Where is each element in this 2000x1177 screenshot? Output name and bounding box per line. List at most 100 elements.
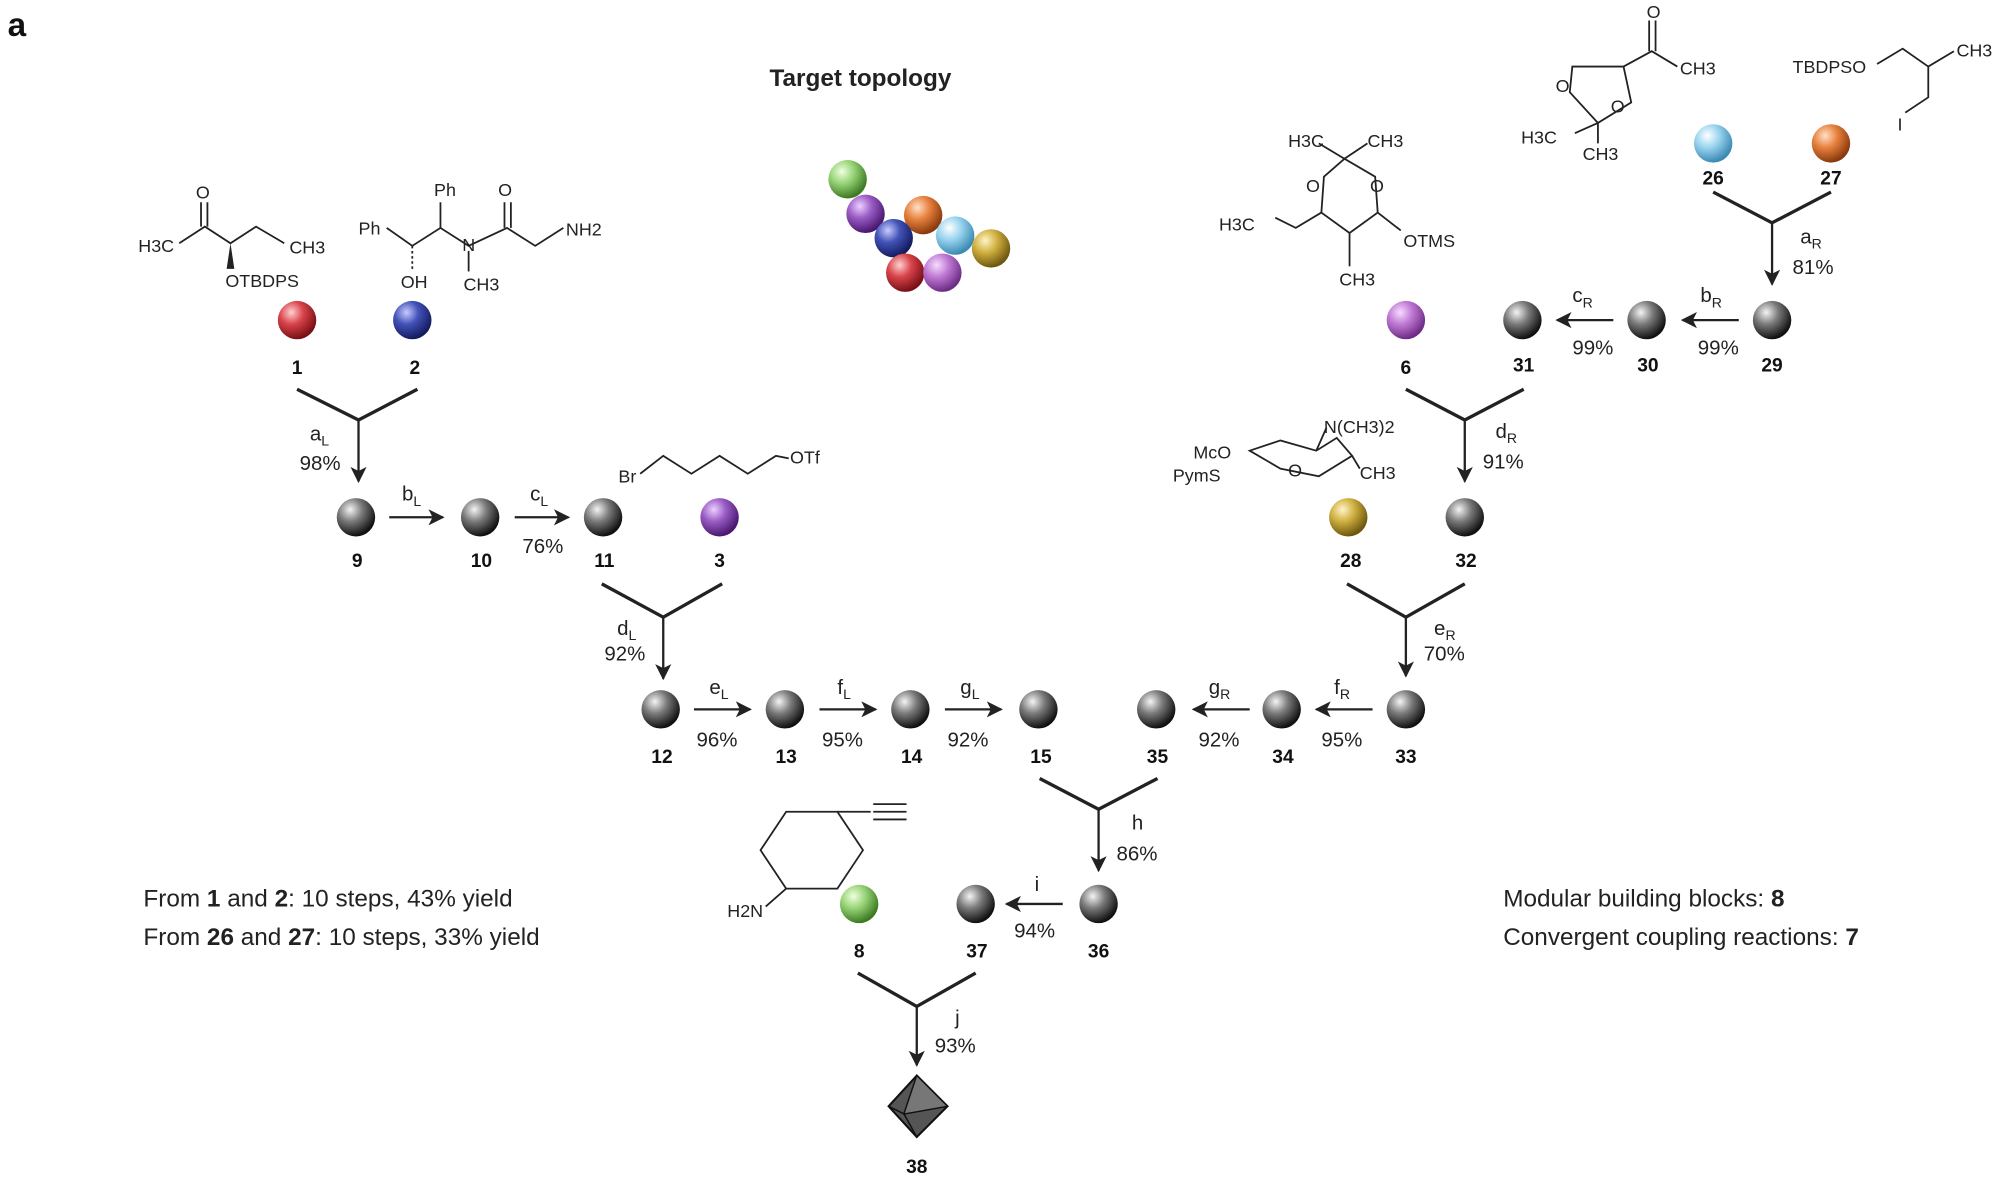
tree-fork-6-31: [1405, 387, 1525, 422]
rxn-dL-yield: 92%: [604, 643, 645, 666]
topology-sphere-red: [886, 253, 925, 292]
svg-text:CH3: CH3: [464, 275, 500, 295]
tree-fork-1-2: [296, 387, 419, 422]
tree-fork-8-37: [857, 971, 977, 1009]
svg-text:O: O: [1288, 460, 1302, 480]
label-3: 3: [714, 551, 725, 572]
rxn-h: h: [1132, 812, 1143, 835]
rxn-bL: bL: [402, 483, 421, 509]
rxn-fR-yield: 95%: [1321, 728, 1362, 751]
svg-text:OTf: OTf: [790, 448, 820, 468]
sphere-2: [393, 300, 432, 340]
svg-text:CH3: CH3: [1339, 270, 1375, 290]
rxn-cR: cR: [1572, 284, 1592, 310]
svg-text:H3C: H3C: [1521, 127, 1557, 147]
label-9: 9: [352, 551, 363, 572]
svg-text:CH3: CH3: [289, 238, 325, 258]
svg-text:McO: McO: [1193, 442, 1231, 462]
rxn-cR-yield: 99%: [1572, 337, 1613, 360]
topology-sphere-blue: [874, 218, 913, 258]
svg-text:H3C: H3C: [1288, 131, 1324, 151]
rxn-j-yield: 93%: [935, 1034, 976, 1057]
rxn-i-yield: 94%: [1014, 919, 1055, 942]
tree-fork-28-32: [1346, 582, 1466, 619]
sphere-28: [1329, 498, 1368, 537]
rxn-bR-yield: 99%: [1698, 337, 1739, 360]
label-27: 27: [1820, 168, 1841, 189]
rxn-cL: cL: [530, 483, 548, 509]
svg-text:O: O: [498, 180, 512, 200]
label-11: 11: [594, 551, 615, 572]
structure-26: O O O CH3 H3C CH3: [1521, 2, 1716, 164]
svg-text:O: O: [1556, 76, 1570, 96]
rxn-aR: aR: [1800, 225, 1822, 251]
label-6: 6: [1401, 358, 1412, 379]
sphere-10: [460, 498, 500, 537]
summary-left-line2: From 26 and 27: 10 steps, 33% yield: [143, 924, 540, 952]
reaction-labels: aL 98% bL cL 76% dL 92% eL 96% fL 95% gL…: [300, 225, 1834, 1057]
sphere-11: [583, 498, 623, 537]
label-35: 35: [1147, 747, 1169, 768]
svg-text:H3C: H3C: [138, 236, 174, 256]
svg-text:O: O: [1306, 176, 1320, 196]
svg-text:OTMS: OTMS: [1403, 231, 1455, 251]
summary-building-blocks: Modular building blocks: 8: [1503, 886, 1785, 913]
rxn-eL-yield: 96%: [697, 728, 738, 751]
structure-3: Br OTf: [618, 448, 819, 487]
rxn-eR-yield: 70%: [1424, 643, 1465, 666]
sphere-1: [277, 300, 317, 340]
svg-text:CH3: CH3: [1360, 463, 1396, 483]
sphere-33: [1386, 690, 1426, 729]
rxn-aL-yield: 98%: [300, 452, 341, 475]
octahedron-38: [887, 1074, 949, 1139]
label-8: 8: [854, 942, 865, 963]
panel-label: a: [8, 7, 27, 44]
rxn-j: j: [954, 1006, 960, 1029]
label-29: 29: [1761, 355, 1782, 376]
structure-8: H2N: [727, 803, 907, 921]
label-15: 15: [1030, 747, 1052, 768]
tree-fork-26-27: [1712, 190, 1832, 225]
svg-text:O: O: [1611, 97, 1625, 117]
svg-text:OTBDPS: OTBDPS: [225, 271, 299, 291]
label-32: 32: [1455, 551, 1476, 572]
label-12: 12: [651, 747, 672, 768]
label-10: 10: [471, 551, 492, 572]
svg-text:CH3: CH3: [1367, 131, 1403, 151]
svg-text:I: I: [1898, 115, 1903, 135]
topology-sphere-lightblue: [935, 216, 975, 255]
svg-text:PymS: PymS: [1173, 465, 1221, 485]
target-topology-cluster: [828, 160, 1011, 292]
summary-coupling-reactions: Convergent coupling reactions: 7: [1503, 924, 1859, 952]
sphere-32: [1445, 498, 1484, 537]
summary-left-line1: From 1 and 2: 10 steps, 43% yield: [143, 886, 513, 913]
label-14: 14: [901, 747, 923, 768]
label-26: 26: [1703, 168, 1724, 189]
label-34: 34: [1272, 747, 1294, 768]
svg-text:N(CH3)2: N(CH3)2: [1324, 417, 1395, 437]
structure-28: McO PymS N(CH3)2 O CH3: [1173, 417, 1396, 486]
label-31: 31: [1513, 355, 1535, 376]
svg-text:O: O: [1370, 176, 1384, 196]
rxn-h-yield: 86%: [1117, 842, 1158, 865]
rxn-aL: aL: [310, 422, 329, 448]
label-13: 13: [775, 747, 796, 768]
sphere-35: [1136, 690, 1176, 729]
topology-sphere-purple: [846, 194, 885, 234]
structure-6: H3C CH3 O O H3C OTMS CH3: [1219, 131, 1455, 289]
svg-text:TBDPSO: TBDPSO: [1793, 57, 1867, 77]
sphere-34: [1262, 690, 1301, 729]
svg-text:N: N: [462, 235, 475, 255]
sphere-37: [956, 884, 995, 924]
label-2: 2: [410, 358, 421, 379]
sphere-3: [700, 498, 739, 537]
sphere-14: [891, 690, 930, 729]
topology-sphere-orange: [903, 195, 943, 235]
rxn-fL-yield: 95%: [822, 728, 863, 751]
svg-text:H2N: H2N: [727, 901, 763, 921]
rxn-gL: gL: [960, 676, 979, 702]
svg-text:O: O: [1647, 2, 1661, 22]
compound-spheres: [277, 124, 1851, 1139]
rxn-dL: dL: [617, 617, 636, 643]
